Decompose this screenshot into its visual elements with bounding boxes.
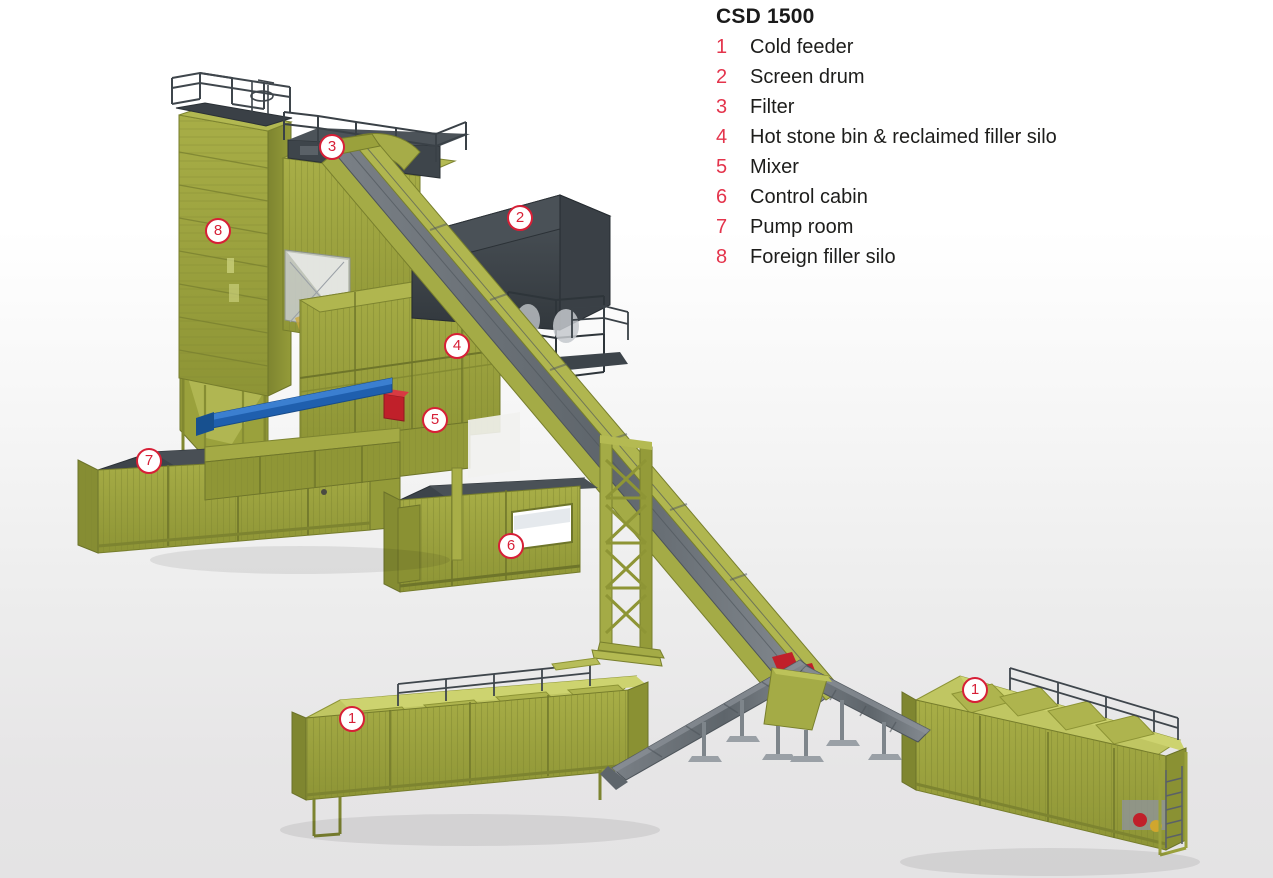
blue-screw-conveyor — [196, 377, 393, 436]
callout-3-filter[interactable]: 3 — [319, 134, 345, 160]
callout-4-hot-stone-bin[interactable]: 4 — [444, 333, 470, 359]
main-inclined-conveyor — [321, 133, 843, 719]
callout-1-cold-feeder-right[interactable]: 1 — [962, 677, 988, 703]
control-cabin — [383, 467, 598, 593]
legend-item-5: 5 Mixer — [716, 152, 1236, 182]
legend-item-4: 4 Hot stone bin & reclaimed filler silo — [716, 122, 1236, 152]
conveyor-junction-hopper — [762, 667, 832, 762]
callout-1-cold-feeder-left[interactable]: 1 — [339, 706, 365, 732]
legend-label-2: Screen drum — [750, 66, 865, 88]
callout-6-control-cabin[interactable]: 6 — [498, 533, 524, 559]
cold-feeder-right-railing — [1009, 667, 1179, 740]
legend-number-5: 5 — [716, 156, 728, 178]
legend-label-8: Foreign filler silo — [750, 246, 896, 268]
callout-2-screen-drum[interactable]: 2 — [507, 205, 533, 231]
ground-shadow — [150, 546, 1200, 876]
legend-number-2: 2 — [716, 66, 728, 88]
legend-title: CSD 1500 — [716, 5, 815, 28]
feed-conveyor-left — [600, 659, 817, 790]
legend-label-5: Mixer — [750, 156, 799, 178]
silo-top-railing — [171, 71, 291, 113]
legend-label-1: Cold feeder — [750, 36, 854, 58]
lattice-bracing — [604, 458, 648, 635]
legend-item-1: 1 Cold feeder — [716, 32, 1236, 62]
legend-item-2: 2 Screen drum — [716, 62, 1236, 92]
legend-item-7: 7 Pump room — [716, 212, 1236, 242]
legend-label-4: Hot stone bin & reclaimed filler silo — [750, 126, 1057, 148]
legend-number-8: 8 — [716, 246, 728, 268]
legend-item-6: 6 Control cabin — [716, 182, 1236, 212]
legend-number-3: 3 — [716, 96, 728, 118]
conveyor-support-tower — [591, 435, 663, 667]
legend-number-6: 6 — [716, 186, 728, 208]
legend-number-1: 1 — [716, 36, 728, 58]
callout-5-mixer[interactable]: 5 — [422, 407, 448, 433]
legend-item-8: 8 Foreign filler silo — [716, 242, 1236, 272]
mixer-deck — [204, 427, 401, 501]
plant-illustration — [77, 71, 1200, 876]
cold-feeder-right — [901, 667, 1188, 857]
cold-feeder-left — [291, 663, 649, 838]
legend-label-6: Control cabin — [750, 186, 868, 208]
legend-panel: CSD 1500 1 Cold feeder 2 Screen drum 3 F… — [716, 4, 1236, 272]
legend-item-3: 3 Filter — [716, 92, 1236, 122]
feeder-ladder — [1165, 766, 1183, 848]
access-platform — [551, 641, 665, 671]
callout-8-foreign-filler-silo[interactable]: 8 — [205, 218, 231, 244]
callout-7-pump-room[interactable]: 7 — [136, 448, 162, 474]
legend-label-3: Filter — [750, 96, 795, 118]
legend-number-7: 7 — [716, 216, 728, 238]
legend-label-7: Pump room — [750, 216, 854, 238]
legend-number-4: 4 — [716, 126, 728, 148]
